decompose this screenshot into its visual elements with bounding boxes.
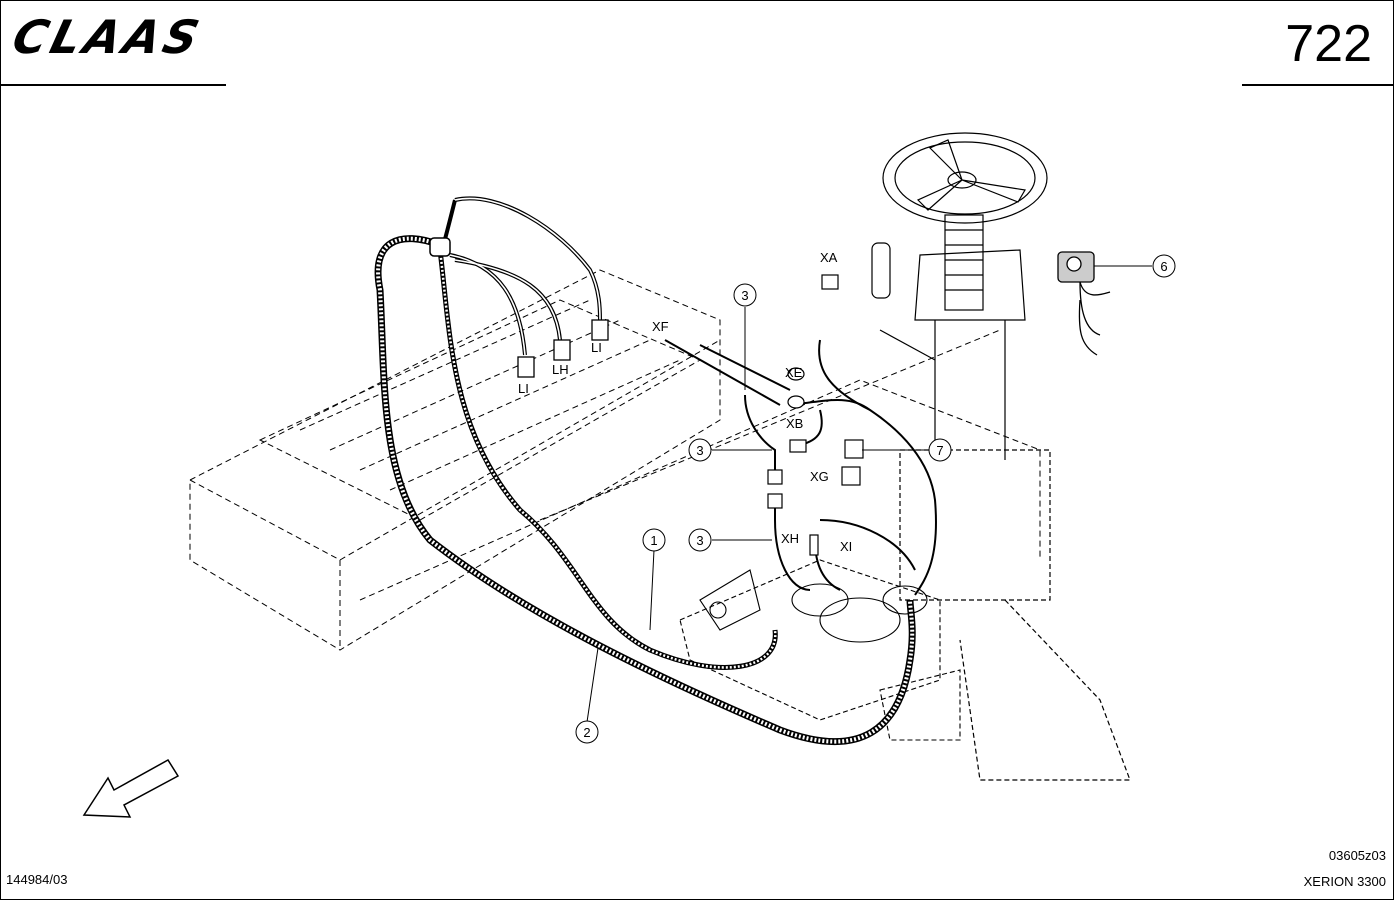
label-xe: XE <box>785 365 803 380</box>
svg-text:1: 1 <box>650 533 657 548</box>
svg-text:2: 2 <box>583 725 590 740</box>
svg-text:3: 3 <box>696 443 703 458</box>
steering-column <box>871 132 1131 781</box>
label-lh: LH <box>552 362 569 377</box>
callout-3-middle: 3 <box>688 438 712 462</box>
callout-leaders <box>586 265 1152 723</box>
label-li-1: LI <box>518 381 529 396</box>
label-xb: XB <box>786 416 803 431</box>
drawing-code: 03605z03 <box>1328 848 1386 863</box>
harness-cable-3 <box>664 339 937 596</box>
callout-1: 1 <box>642 528 666 552</box>
header-rule-right <box>1242 84 1394 86</box>
callout-2: 2 <box>575 720 599 744</box>
svg-text:6: 6 <box>1160 259 1167 274</box>
harness-cable-1 <box>437 249 778 670</box>
page-number: 722 <box>1285 15 1372 73</box>
callout-6: 6 <box>1152 254 1176 278</box>
callout-3-top: 3 <box>733 283 757 307</box>
callout-3-lower: 3 <box>688 528 712 552</box>
harness-splice <box>429 237 451 257</box>
label-xa: XA <box>820 250 838 265</box>
document-number: 144984/03 <box>6 872 68 887</box>
label-xi: XI <box>840 539 852 554</box>
svg-text:3: 3 <box>741 288 748 303</box>
hydraulic-block <box>679 559 961 741</box>
label-xf: XF <box>652 319 669 334</box>
harness-cable-2 <box>374 235 916 746</box>
machine-body-outline <box>189 269 1041 651</box>
header-rule-left <box>0 84 226 86</box>
svg-text:7: 7 <box>936 443 943 458</box>
callout-7: 7 <box>928 438 952 462</box>
label-li-2: LI <box>591 340 602 355</box>
svg-text:3: 3 <box>696 533 703 548</box>
branch-cables-fill <box>449 197 601 356</box>
small-connectors <box>767 274 864 556</box>
label-xg: XG <box>810 469 829 484</box>
label-xh: XH <box>781 531 799 546</box>
direction-arrow-icon <box>82 758 180 818</box>
sensor-component-6 <box>1057 251 1111 356</box>
connector-blocks <box>517 319 609 378</box>
model-name: XERION 3300 <box>1303 874 1386 889</box>
